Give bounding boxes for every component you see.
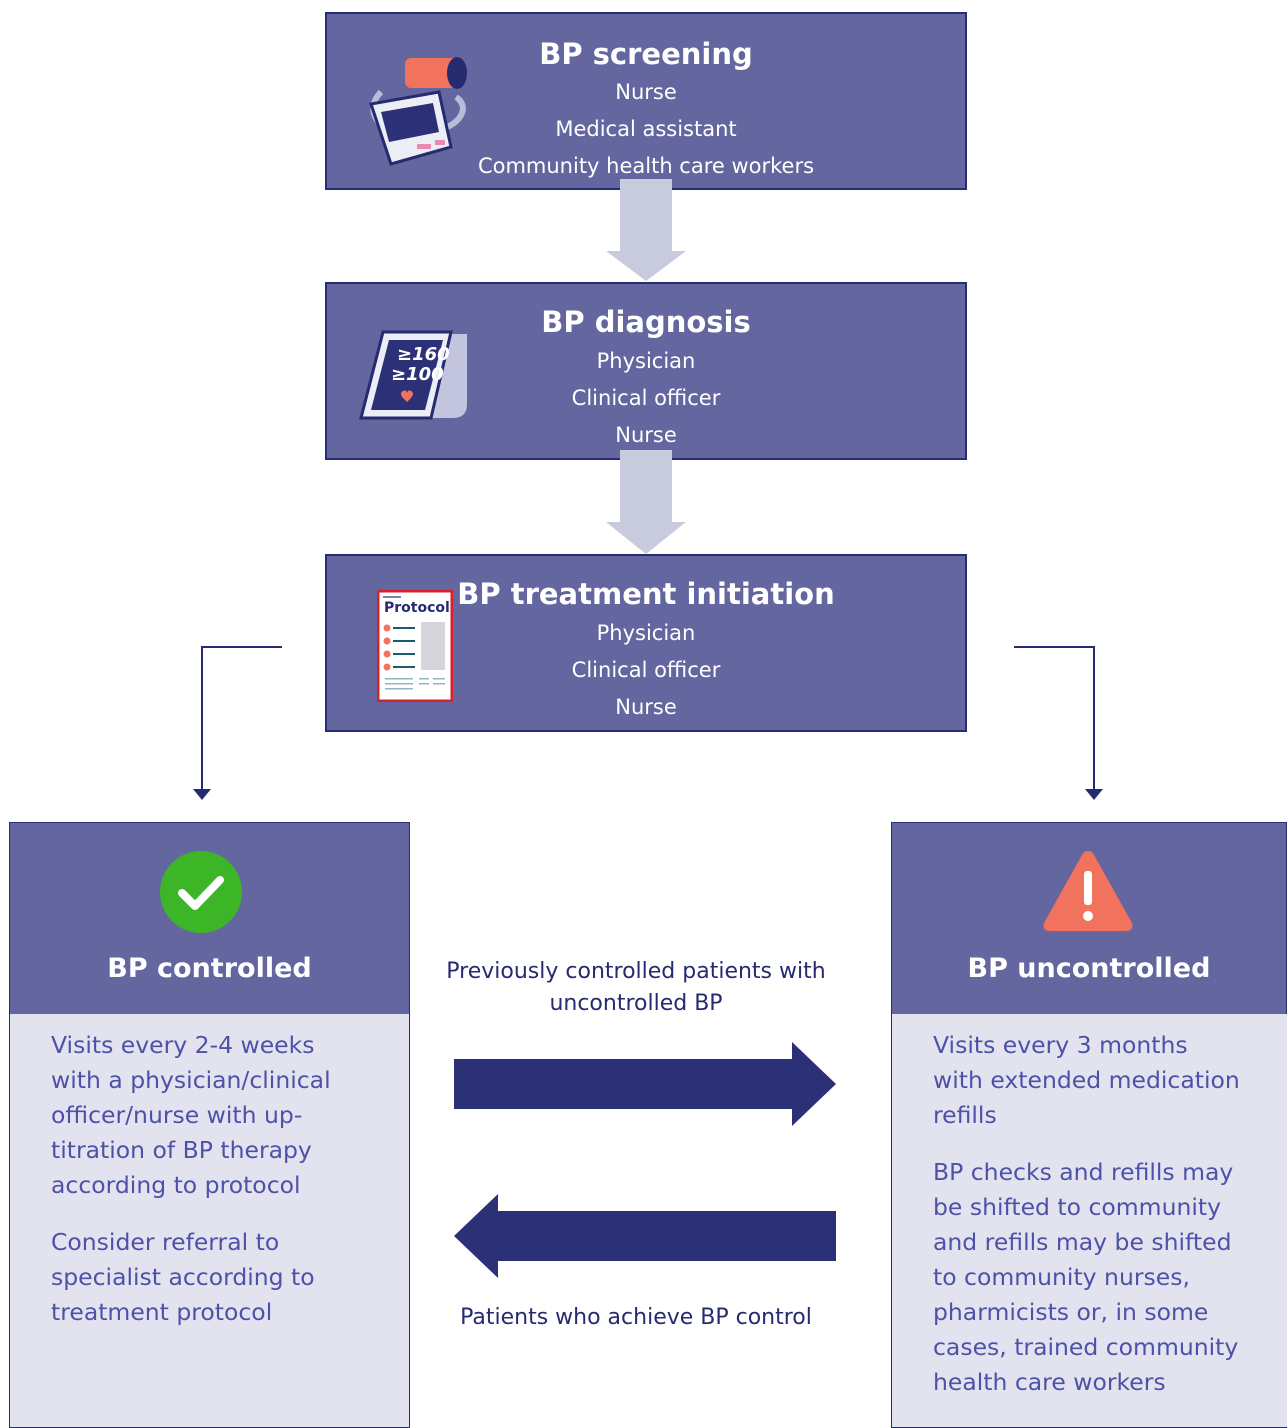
- step-bp-treatment-initiation: BP treatment initiation Physician Clinic…: [325, 554, 967, 732]
- monitor-reading-line1: ≥160: [397, 344, 450, 365]
- step-role: Community health care workers: [477, 154, 815, 178]
- detail-paragraph: Visits every 3 months with extended medi…: [933, 1031, 1240, 1129]
- bp-uncontrolled-header: BP uncontrolled: [891, 822, 1287, 1014]
- step-bp-diagnosis: BP diagnosis Physician Clinical officer …: [325, 282, 967, 460]
- arrow-left-to-controlled: [454, 1194, 836, 1278]
- bp-uncontrolled-details: Visits every 3 months with extended medi…: [891, 1014, 1287, 1428]
- protocol-label: Protocol: [384, 600, 450, 616]
- bp-controlled-details: Visits every 2-4 weeks with a physician/…: [9, 1014, 410, 1428]
- flow-arrow-down: [606, 179, 686, 281]
- monitor-reading-line2: ≥100: [391, 364, 444, 385]
- outcome-title: BP uncontrolled: [967, 953, 1211, 984]
- protocol-document-icon: Protocol: [377, 590, 453, 702]
- step-title: BP diagnosis: [541, 305, 751, 339]
- detail-paragraph: BP checks and refills may be shifted to …: [933, 1158, 1239, 1396]
- step-role: Nurse: [615, 695, 677, 719]
- detail-paragraph: Consider referral to specialist accordin…: [51, 1228, 315, 1326]
- step-bp-screening: BP screening Nurse Medical assistant Com…: [325, 12, 967, 190]
- check-circle-icon: [160, 851, 242, 933]
- step-role: Physician: [596, 349, 696, 373]
- warning-triangle-icon: [1043, 851, 1133, 931]
- connector-to-controlled: [193, 646, 282, 800]
- detail-paragraph: Visits every 2-4 weeks with a physician/…: [51, 1031, 331, 1199]
- step-role: Clinical officer: [571, 658, 721, 682]
- transition-label-to-uncontrolled: Previously controlled patients with unco…: [446, 959, 826, 1016]
- arrow-right-to-uncontrolled: [454, 1042, 836, 1126]
- bp-monitor-reading-icon: ≥160 ≥100: [359, 330, 471, 422]
- step-role: Physician: [596, 621, 696, 645]
- step-role: Nurse: [615, 423, 677, 447]
- blood-pressure-cuff-icon: [369, 57, 467, 166]
- bp-controlled-header: BP controlled: [9, 822, 410, 1014]
- step-role: Medical assistant: [555, 117, 737, 141]
- outcome-title: BP controlled: [107, 953, 312, 984]
- step-title: BP screening: [539, 37, 753, 71]
- flow-arrow-down: [606, 450, 686, 554]
- step-title: BP treatment initiation: [457, 577, 835, 611]
- transition-label-to-controlled: Patients who achieve BP control: [460, 1305, 812, 1330]
- connector-to-uncontrolled: [1014, 646, 1103, 800]
- step-role: Nurse: [615, 80, 677, 104]
- step-role: Clinical officer: [571, 386, 721, 410]
